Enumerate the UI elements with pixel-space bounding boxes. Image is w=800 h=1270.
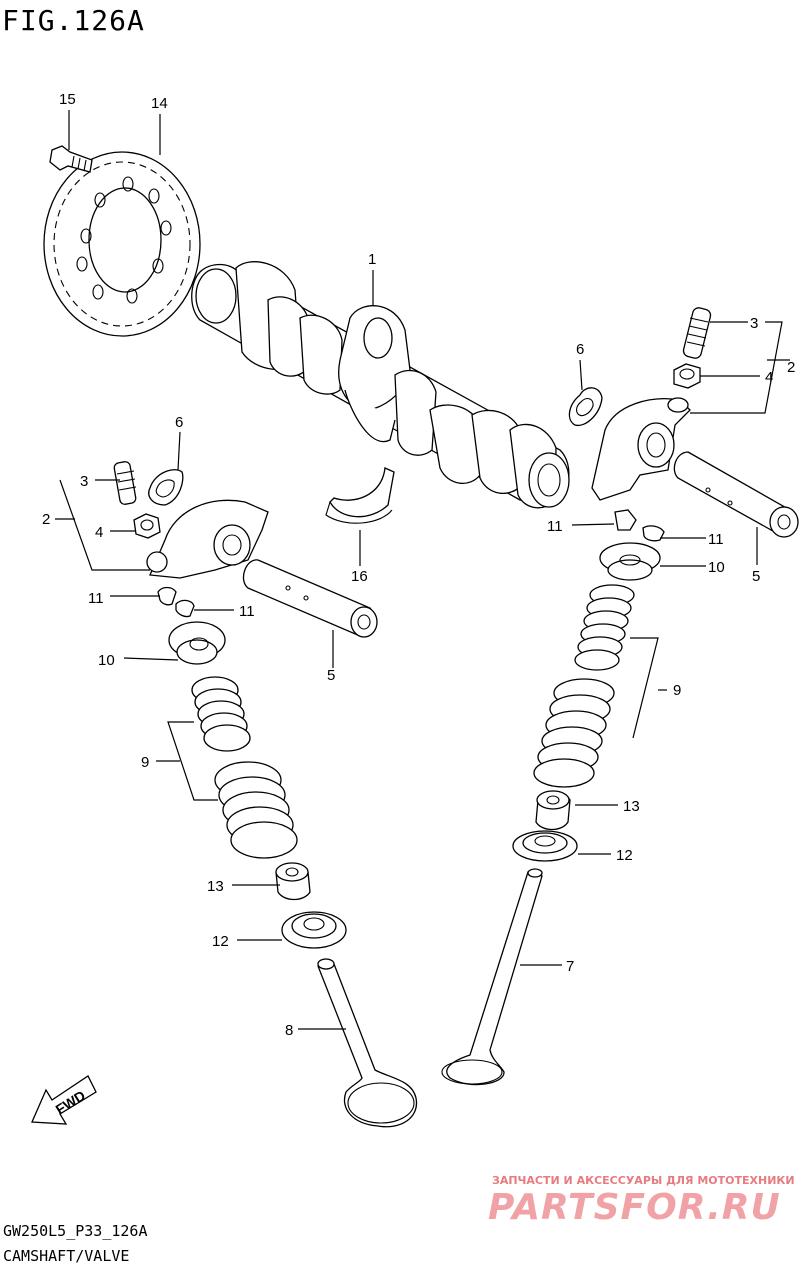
callout-13-right: 13 (623, 798, 640, 815)
callout-15: 15 (59, 91, 76, 108)
forward-direction-arrow: FWD (31, 1075, 97, 1125)
adjusting-screw-left[interactable] (113, 461, 137, 505)
callout-14: 14 (151, 95, 168, 112)
rocker-shaft-right[interactable] (673, 451, 799, 538)
callout-11-left-a: 11 (88, 590, 104, 607)
spring-seat-left[interactable] (281, 911, 347, 949)
spring-seat-right[interactable] (512, 830, 578, 862)
callout-2-right: 2 (787, 359, 795, 376)
callout-3-right: 3 (750, 315, 758, 332)
callout-7: 7 (566, 958, 574, 975)
callout-1: 1 (368, 251, 376, 268)
spring-retainer-right[interactable] (599, 542, 661, 581)
valve-stem-seal-left[interactable] (275, 862, 311, 901)
rocker-arm-left[interactable] (146, 499, 269, 579)
valve-stem-seal-right[interactable] (535, 790, 571, 831)
model-code: GW250L5_P33_126A (3, 1222, 148, 1240)
callout-11-right-b: 11 (708, 531, 724, 548)
valve-cotter-left-b[interactable] (175, 599, 195, 618)
spring-retainer-left[interactable] (168, 621, 226, 665)
callout-5-right: 5 (752, 568, 760, 585)
callout-10-right: 10 (708, 559, 725, 576)
valve-spring-inner-left[interactable] (191, 676, 251, 752)
callout-12-right: 12 (616, 847, 633, 864)
watermark-site: PARTSFOR.RU (488, 1187, 781, 1228)
callout-6-right: 6 (576, 341, 584, 358)
valve-cotter-right-b[interactable] (642, 525, 665, 542)
camshaft[interactable] (191, 261, 570, 509)
rocker-arm-right[interactable] (591, 397, 691, 501)
callout-2-left: 2 (42, 511, 50, 528)
valve-cotter-left-a[interactable] (157, 586, 177, 606)
callout-4-left: 4 (95, 524, 103, 541)
callout-8: 8 (285, 1022, 293, 1039)
lock-nut-right[interactable] (673, 363, 701, 389)
valve-cotter-right-a[interactable] (614, 509, 637, 531)
camshaft-bearing-half[interactable] (325, 467, 395, 524)
callout-11-right-a: 11 (547, 518, 563, 535)
valve-spring-outer-left[interactable] (214, 761, 298, 859)
leader-lines (55, 110, 790, 1030)
callout-16: 16 (351, 568, 368, 585)
callout-3-left: 3 (80, 473, 88, 490)
callout-5-left: 5 (327, 667, 335, 684)
exhaust-valve[interactable] (441, 868, 543, 1086)
callout-4-right: 4 (765, 369, 773, 386)
sprocket-bolt[interactable] (49, 145, 93, 173)
figure-title: FIG.126A (2, 4, 145, 37)
cam-sprocket[interactable] (43, 151, 201, 337)
callout-12-left: 12 (212, 933, 229, 950)
callout-9-left: 9 (141, 754, 149, 771)
rocker-spacer-left[interactable] (148, 469, 184, 506)
callout-13-left: 13 (207, 878, 224, 895)
valve-spring-outer-right[interactable] (533, 678, 615, 788)
callout-6-left: 6 (175, 414, 183, 431)
section-name: CAMSHAFT/VALVE (3, 1247, 130, 1265)
callout-numbers: 15 14 1 6 6 3 2 4 3 2 4 11 11 10 5 16 11… (42, 91, 795, 1039)
callout-9-right: 9 (673, 682, 681, 699)
lock-nut-left[interactable] (133, 513, 161, 539)
rocker-spacer-right[interactable] (568, 387, 603, 427)
intake-valve[interactable] (317, 958, 418, 1128)
adjusting-screw-right[interactable] (682, 307, 712, 360)
callout-11-left-b: 11 (239, 603, 255, 620)
valve-spring-inner-right[interactable] (574, 584, 635, 671)
rocker-shaft-left[interactable] (242, 559, 378, 638)
callout-10-left: 10 (98, 652, 115, 669)
watermark-tagline: ЗАПЧАСТИ И АКСЕССУАРЫ ДЛЯ МОТОТЕХНИКИ (492, 1174, 795, 1187)
